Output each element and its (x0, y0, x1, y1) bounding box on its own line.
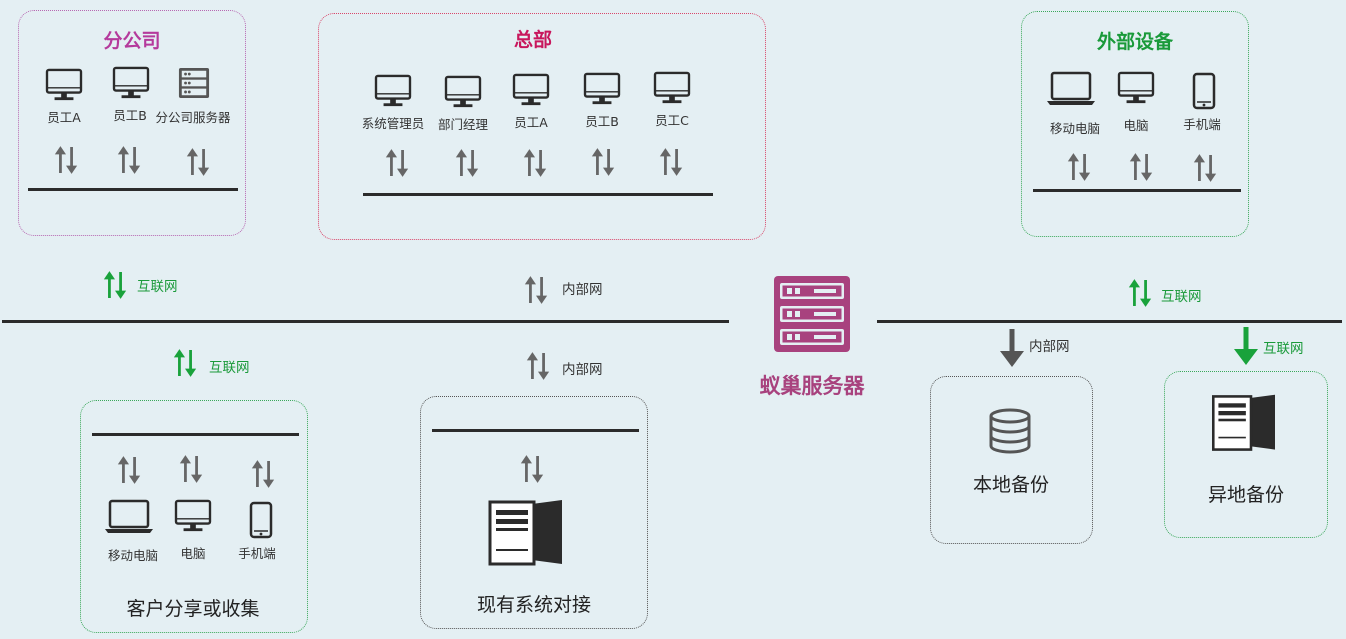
external-bus-line (1033, 189, 1241, 192)
exchange-arrow-icon (522, 146, 548, 180)
hq-group (318, 13, 766, 240)
database-icon (988, 408, 1032, 454)
phone-icon (1192, 72, 1216, 110)
remote-backup-group (1164, 371, 1328, 538)
device-label: 电脑 (1123, 118, 1149, 133)
device-label: 电脑 (180, 546, 206, 561)
monitor-icon (653, 71, 691, 105)
monitor-icon (112, 66, 150, 100)
internet-label: 互联网 (209, 360, 250, 376)
arrow-down-icon (997, 327, 1027, 369)
branch-title: 分公司 (103, 30, 161, 52)
existing-system-group (420, 396, 648, 629)
arrow-down-icon (1231, 325, 1261, 367)
laptop-icon (1045, 71, 1097, 107)
device-label: 员工C (655, 113, 689, 128)
laptop-icon (103, 499, 155, 535)
monitor-icon (374, 74, 412, 108)
exchange-arrow-icon (116, 453, 142, 487)
exchange-arrow-icon (525, 349, 551, 383)
hq-bus-line (363, 193, 713, 196)
backbone-line-left (2, 320, 729, 323)
exchange-arrow-icon (172, 346, 198, 380)
monitor-icon (174, 499, 212, 533)
monitor-icon (444, 75, 482, 109)
external-title: 外部设备 (1096, 31, 1173, 53)
internet-label: 互联网 (1263, 341, 1304, 357)
exchange-arrow-icon (1066, 150, 1092, 184)
remote-backup-caption: 异地备份 (1207, 484, 1284, 506)
exchange-arrow-icon (116, 143, 142, 177)
monitor-icon (1117, 71, 1155, 105)
exchange-arrow-icon (185, 145, 211, 179)
exchange-arrow-icon (250, 457, 276, 491)
local-backup-caption: 本地备份 (972, 474, 1049, 496)
device-label: 员工A (47, 110, 81, 125)
exchange-arrow-icon (1128, 150, 1154, 184)
exchange-arrow-icon (1127, 276, 1153, 310)
device-label: 手机端 (1183, 117, 1221, 132)
customer-group (80, 400, 308, 633)
hq-title: 总部 (513, 29, 552, 51)
backbone-line-right (877, 320, 1342, 323)
device-label: 员工A (514, 115, 548, 130)
tower-server-icon (482, 498, 572, 568)
monitor-icon (45, 68, 83, 102)
branch-bus-line (28, 188, 238, 191)
exchange-arrow-icon (519, 452, 545, 486)
exchange-arrow-icon (1192, 151, 1218, 185)
device-label: 移动电脑 (1049, 121, 1100, 136)
existing-bus-line (432, 429, 639, 432)
device-label: 员工B (585, 114, 619, 129)
monitor-icon (512, 73, 550, 107)
existing-caption: 现有系统对接 (476, 594, 591, 616)
exchange-arrow-icon (53, 143, 79, 177)
customer-bus-line (92, 433, 299, 436)
exchange-arrow-icon (178, 452, 204, 486)
branch-group (18, 10, 246, 236)
device-label: 分公司服务器 (155, 110, 231, 125)
customer-caption: 客户分享或收集 (126, 598, 260, 620)
intranet-label: 内部网 (562, 362, 603, 378)
exchange-arrow-icon (658, 145, 684, 179)
server-rack-icon (178, 67, 210, 99)
intranet-label: 内部网 (562, 282, 603, 298)
device-label: 员工B (113, 108, 147, 123)
server-icon (774, 276, 850, 352)
internet-label: 互联网 (137, 279, 178, 295)
intranet-label: 内部网 (1029, 339, 1070, 355)
device-label: 系统管理员 (361, 116, 425, 131)
tower-server-icon (1206, 393, 1284, 453)
device-label: 部门经理 (437, 117, 488, 132)
device-label: 手机端 (238, 546, 276, 561)
exchange-arrow-icon (454, 146, 480, 180)
exchange-arrow-icon (102, 268, 128, 302)
exchange-arrow-icon (590, 145, 616, 179)
server-label: 蚁巢服务器 (759, 374, 865, 398)
local-backup-group (930, 376, 1093, 544)
device-label: 移动电脑 (107, 548, 158, 563)
external-group (1021, 11, 1249, 237)
internet-label: 互联网 (1161, 289, 1202, 305)
phone-icon (249, 501, 273, 539)
exchange-arrow-icon (384, 146, 410, 180)
monitor-icon (583, 72, 621, 106)
exchange-arrow-icon (523, 273, 549, 307)
